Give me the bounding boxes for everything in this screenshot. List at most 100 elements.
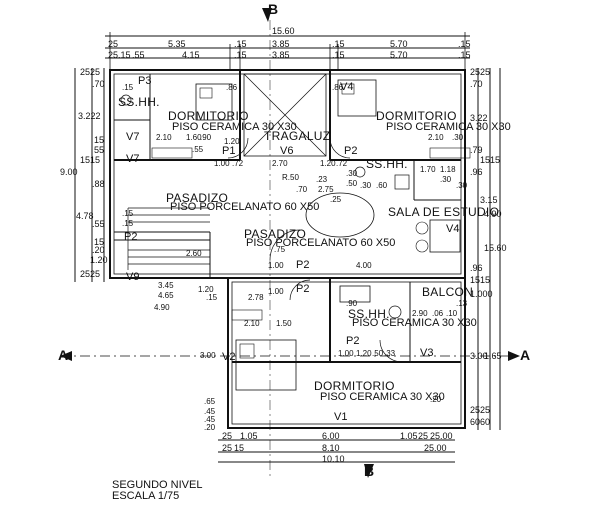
dim-top-r3-6: .15 [332,50,345,60]
dim-top-r3-0: 25 [108,50,119,60]
wall-lower-block [227,277,466,429]
dim-int-21: 1.00 [268,261,284,270]
window-v4-a: V4 [340,81,354,93]
dim-int-48: 1.20 [224,137,240,146]
dim-right-8: .96 [470,263,483,273]
dim-int-7: 2.70 [272,159,288,168]
dim-int-57: .60 [376,181,388,190]
dim-top-r2-2: .15 [234,39,247,49]
room-study-name: SALA DE ESTUDIO [388,205,500,219]
dim-top-r3-5: 3.85 [272,50,290,60]
room-balcony-name: BALCON [422,285,474,299]
bath-center-shower [339,285,371,303]
dim-top-overall: 15.60 [272,26,295,36]
window-v7-a: V7 [126,131,140,143]
dim-right-5: .96 [470,167,483,177]
dim-top-r2-5: 5.70 [390,39,408,49]
dim-int-6: .30 [452,133,464,142]
dim-int-2: .90 [200,133,212,142]
room-bath-center-name: SS.HH. [348,307,390,321]
dim-left-3: 15 [94,135,105,145]
window-hatch [151,147,471,321]
dim-int-53: .30 [440,175,452,184]
dim-int-20: .75 [274,245,286,254]
dim-top-r2-3: 3.85 [272,39,290,49]
bed-left [195,83,233,121]
dim-int-47: .13 [456,299,468,308]
room-hall-second-name: PASADIZO [244,227,307,241]
room-bedroom-left-floor: PISO CERAMICA 30 X30 [172,121,297,133]
dim-top-r3-8: .15 [458,50,471,60]
dim-int-34: .50 [372,349,384,358]
dim-int-10: 1.20 [320,159,336,168]
dim-int-18: .70 [296,185,308,194]
dim-int-40: .20 [430,395,442,404]
dim-left-9: 15 [94,237,105,247]
dim-int-24: 3.45 [158,281,174,290]
dim-right-10: 1.000 [470,289,493,299]
dim-int-33: 1.20 [356,349,372,358]
dim-int-41: 2.60 [186,249,202,258]
dim-int-1: 1.60 [186,133,202,142]
dim-left-8: .55 [92,219,105,229]
sheet-title: SEGUNDO NIVEL [112,479,203,491]
dim-int-39: .20 [204,423,216,432]
dim-int-44: 2.90 [412,309,428,318]
room-skylight-name: TRAGALUZ [264,129,331,143]
window-v7-b: V7 [126,153,140,165]
dim-int-29: 2.10 [244,319,260,328]
dim-top-r2-1: 5.35 [168,39,186,49]
dim-left-1: .70 [92,79,105,89]
dim-int-49: .23 [316,175,328,184]
dim-right-14: 6060 [470,417,491,427]
sheet-scale: ESCALA 1/75 [112,490,180,502]
dim-right-6: 3.15 [480,195,498,205]
dim-left-12: 2525 [80,269,101,279]
dim-int-15: 1.18 [440,165,456,174]
dim-int-8: 1.00 [214,159,230,168]
dim-top-r3-3: 4.15 [182,50,200,60]
dim-right-overall: 15.60 [484,243,507,253]
dim-int-54: .55 [192,145,204,154]
dim-int-12: .30 [346,169,358,178]
dim-bottom-r2-2: 8.10 [322,443,340,453]
dim-left-0: 2525 [80,67,101,77]
dim-int-11: .72 [336,159,348,168]
dim-int-3: .86 [226,83,238,92]
room-bedroom-bottom-floor: PISO CERAMICA 30 X30 [320,391,445,403]
dim-int-35: .33 [384,349,396,358]
dim-bottom-r1-5: 25.00 [430,431,453,441]
dim-left-10: .20 [92,245,105,255]
dim-bottom-r1-0: 25 [222,431,233,441]
dim-right-2: 3.22 [470,113,488,123]
dim-int-19: 2.75 [318,185,334,194]
dim-bottom-r1-3: 1.05 [400,431,418,441]
dim-top-r2-6: .15 [458,39,471,49]
door-p2-b: P2 [296,259,310,271]
dim-bottom-overall: 10.10 [322,454,345,464]
door-p2-a: P2 [344,145,358,157]
dim-int-55: .15 [122,83,134,92]
dim-int-51: .15 [122,209,134,218]
dim-int-23: 4.00 [356,261,372,270]
room-bedroom-right-name: DORMITORIO [376,109,457,123]
section-mark-a-right: A [520,347,531,363]
section-mark-a-left: A [58,347,69,363]
dim-int-46: .10 [446,309,458,318]
dim-bottom-r1-4: 25 [418,431,429,441]
room-hall-second-floor: PISO PORCELANATO 60 X50 [246,237,396,249]
dim-int-31: .90 [346,299,358,308]
room-bedroom-bottom-name: DORMITORIO [314,379,395,393]
dim-bottom-r2-1: 15 [234,443,245,453]
desk [429,219,461,253]
dim-top-r3-4: .15 [234,50,247,60]
section-mark-b-bottom: B [364,463,375,479]
dim-int-37: .45 [204,407,216,416]
dim-left-11: 1.20 [90,255,108,265]
door-p2-e: P2 [124,231,138,243]
window-v2: V2 [222,351,236,363]
dim-left-overall: 9.00 [60,167,78,177]
dim-int-56: .30 [360,181,372,190]
dim-int-16: .30 [456,181,468,190]
